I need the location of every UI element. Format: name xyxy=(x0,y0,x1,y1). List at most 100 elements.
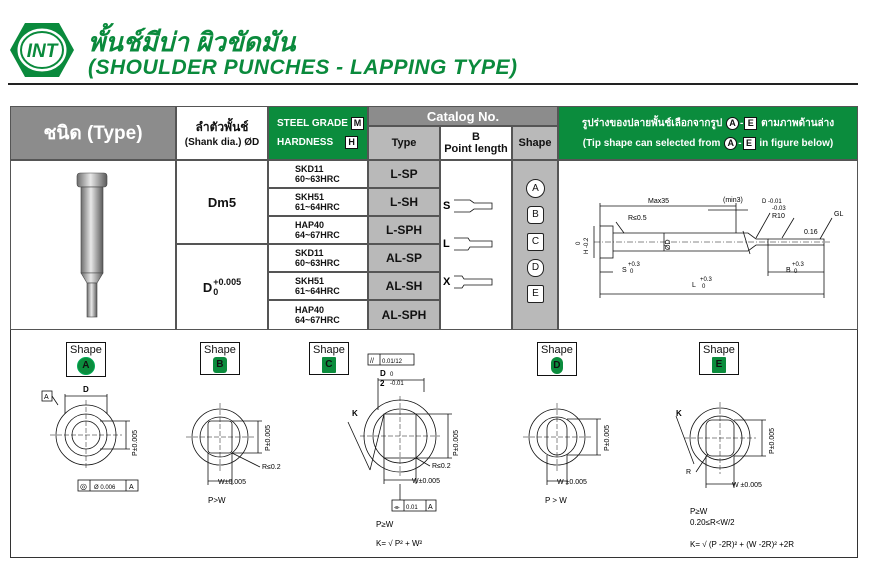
page-title-thai: พั้นช์มีบ่า ผิวขัดมัน xyxy=(88,27,296,57)
svg-text:0: 0 xyxy=(576,241,582,245)
point-s-label: S xyxy=(443,200,450,212)
punch-image-cell xyxy=(10,160,176,330)
svg-text:0: 0 xyxy=(390,372,394,378)
catalog-type: AL-SH xyxy=(385,279,423,293)
hardness-value: 64~67HRC xyxy=(295,230,340,240)
shape-a-detail: D P±0.005 A ◎ Ø 0.006 A xyxy=(41,385,139,492)
catalog-type: AL-SP xyxy=(386,251,422,265)
catalog-no-header: Catalog No. xyxy=(368,106,558,126)
shape-e-label: Shape E xyxy=(699,342,739,375)
svg-text:0: 0 xyxy=(794,269,798,275)
svg-text:0.01/12: 0.01/12 xyxy=(382,359,403,365)
hardness-value: 64~67HRC xyxy=(295,315,340,325)
catalog-type-cell: AL-SPH xyxy=(368,300,440,330)
point-l-label: L xyxy=(443,238,450,250)
catalog-type-cell: L-SPH xyxy=(368,216,440,244)
shape-a-d: D xyxy=(83,385,89,394)
dim-r10: R10 xyxy=(772,213,785,220)
shape-b-cond: P>W xyxy=(208,496,226,505)
shape-e-detail: K P±0.005 R W ±0.005 P≥W 0.20≤R<W/2 K= √… xyxy=(675,402,794,549)
point-x-label: X xyxy=(443,276,451,288)
shape-c-r: R≤0.2 xyxy=(432,463,451,470)
shape-b-w: W±0.005 xyxy=(218,479,246,486)
dim-max35: Max35 xyxy=(648,198,669,205)
svg-text:A: A xyxy=(44,394,49,401)
svg-text:+0.3: +0.3 xyxy=(792,262,805,268)
svg-text:-0.01: -0.01 xyxy=(390,381,404,387)
shape-b-detail: P±0.005 R≤0.2 W±0.005 P>W xyxy=(186,403,281,505)
catalog-type-cell: L-SH xyxy=(368,188,440,216)
dim-gl: GL xyxy=(834,211,843,218)
catalog-type: AL-SPH xyxy=(381,308,427,322)
shape-c-w: W±0.005 xyxy=(412,478,440,485)
dim-d-tol2: -0.03 xyxy=(772,206,786,212)
punch-image xyxy=(76,172,108,318)
svg-text:0.01: 0.01 xyxy=(406,505,418,511)
type-header: ชนิด (Type) xyxy=(10,106,176,160)
shape-c-icon: C xyxy=(527,233,544,251)
catalog-type: L-SPH xyxy=(386,223,422,237)
dim-h: H -0.2 xyxy=(584,237,590,254)
catalog-type-cell: AL-SP xyxy=(368,244,440,272)
svg-text:2: 2 xyxy=(380,379,385,388)
shape-a-icon: A xyxy=(526,179,545,198)
shape-e-p: P±0.005 xyxy=(769,428,776,454)
col-shape-header: Shape xyxy=(512,126,558,160)
point-length-diagram: S L X xyxy=(443,199,493,289)
dim-b: B xyxy=(786,267,791,274)
section-divider xyxy=(10,329,858,330)
shape-b-label: Shape B xyxy=(200,342,240,375)
catalog-type: L-SP xyxy=(390,167,418,181)
tip-note-header: รูปร่างของปลายพั้นช์เลือกจากรูป A-E ตามภ… xyxy=(558,106,858,160)
shape-e-formula: K= √ (P -2R)² + (W -2R)² +2R xyxy=(690,540,794,549)
catalog-type-cell: AL-SH xyxy=(368,272,440,300)
shape-e-icon: E xyxy=(527,285,544,303)
steel-grade: HAP40 xyxy=(295,220,325,230)
dim-l: L xyxy=(692,282,696,289)
svg-text:A: A xyxy=(428,504,433,511)
point-length-cell xyxy=(440,160,512,330)
dim-016: 0.16 xyxy=(804,229,818,236)
shape-c-cond: P≥W xyxy=(376,520,394,529)
shape-b-r: R≤0.2 xyxy=(262,464,281,471)
svg-text:0: 0 xyxy=(630,269,634,275)
hardness-value: 60~63HRC xyxy=(295,258,340,268)
int-logo: INT xyxy=(10,23,74,77)
dim-od: ØD xyxy=(665,240,672,251)
shape-b-p: P±0.005 xyxy=(265,425,272,451)
steel-grade: HAP40 xyxy=(295,305,325,315)
svg-text:D: D xyxy=(380,369,386,378)
title-divider xyxy=(8,83,858,85)
catalog-type-cell: L-SP xyxy=(368,160,440,188)
shape-d-icon: D xyxy=(527,259,544,277)
shape-e-cond2: 0.20≤R<W/2 xyxy=(690,518,735,527)
shape-d-label: Shape D xyxy=(537,342,577,376)
shape-d-p: P±0.005 xyxy=(604,425,611,451)
svg-text:+0.3: +0.3 xyxy=(700,277,713,283)
shape-c-formula: K= √ P² + W² xyxy=(376,539,423,548)
shank-dia-dm5: Dm5 xyxy=(176,160,268,244)
steel-grade: SKD11 xyxy=(295,248,324,258)
shape-d-w: W ±0.005 xyxy=(557,479,587,486)
shape-a-label: Shape A xyxy=(66,342,106,377)
shape-d-detail: P±0.005 W ±0.005 P > W xyxy=(523,403,611,505)
svg-text:0: 0 xyxy=(702,284,706,290)
catalog-type: L-SH xyxy=(390,195,418,209)
shape-c-detail: // 0.01/12 D 2 0 -0.01 K P±0.005 R≤0.2 W… xyxy=(347,353,460,548)
col-type-header: Type xyxy=(368,126,440,160)
dim-min3: (min3) xyxy=(723,197,743,204)
shape-c-k: K xyxy=(352,409,358,418)
shank-header: ลำตัวพั้นช์ (Shank dia.) ØD xyxy=(176,106,268,160)
shape-e-r: R xyxy=(686,469,691,476)
shape-e-k: K xyxy=(676,409,682,418)
dim-r05: R≤0.5 xyxy=(628,215,647,222)
logo-text: INT xyxy=(27,41,59,62)
shape-e-w: W ±0.005 xyxy=(732,482,762,489)
steel-grade: SKH51 xyxy=(295,276,325,286)
